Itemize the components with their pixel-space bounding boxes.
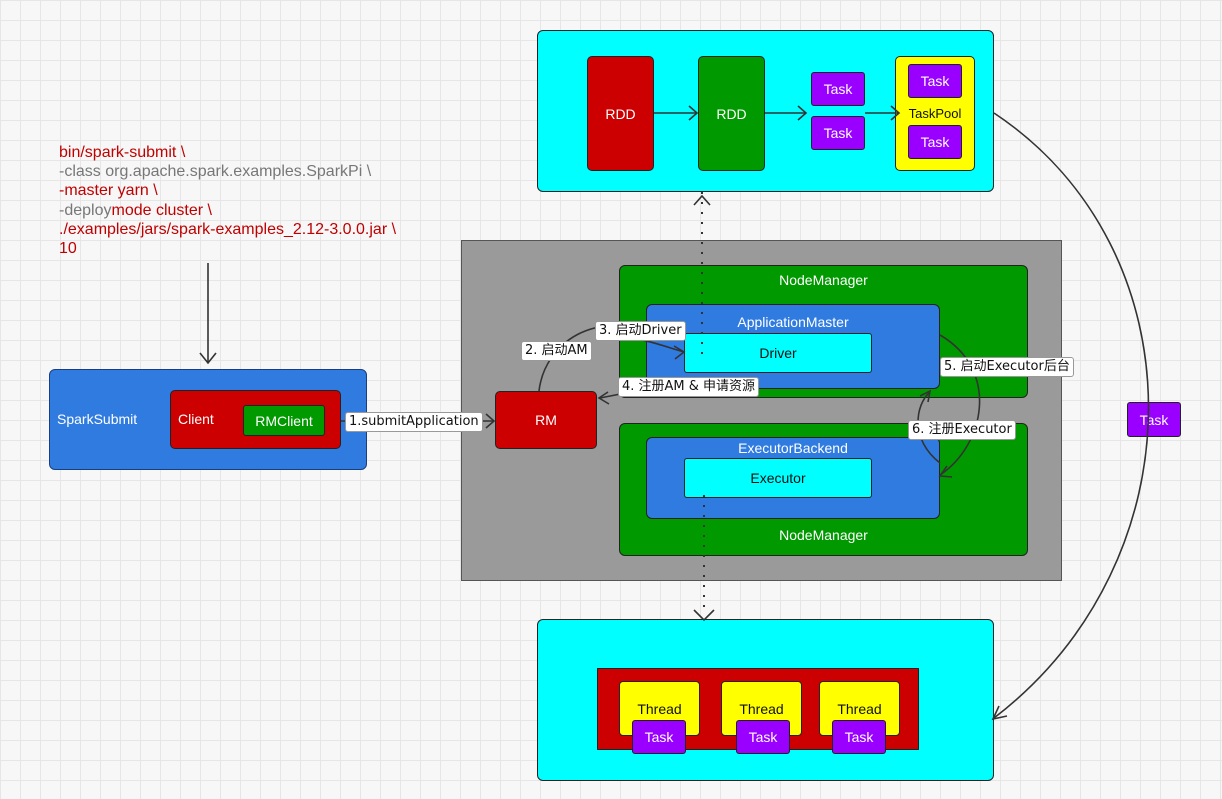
command-line-4: -deploymode cluster \ [59, 201, 396, 220]
task-box-2[interactable]: Task [811, 116, 865, 150]
node-manager-top-label: NodeManager [779, 272, 868, 288]
command-line-3: -master yarn \ [59, 182, 158, 200]
rdd-box-2[interactable]: RDD [698, 56, 765, 171]
start-driver-label: 3. 启动Driver [595, 321, 686, 341]
spark-submit-label: SparkSubmit [57, 411, 138, 427]
thread-task-1[interactable]: Task [632, 720, 686, 754]
thread-task-3[interactable]: Task [832, 720, 886, 754]
register-executor-label: 6. 注册Executor [908, 420, 1016, 440]
task-box-1[interactable]: Task [811, 72, 865, 106]
task-pool-task-1[interactable]: Task [908, 64, 962, 98]
command-line-5: ./examples/jars/spark-examples_2.12-3.0.… [59, 220, 397, 238]
node-manager-bottom-label: NodeManager [779, 527, 868, 543]
command-line-2: -class org.apache.spark.examples.SparkPi… [59, 163, 372, 181]
register-am-label: 4. 注册AM & 申请资源 [618, 377, 760, 397]
start-executor-label: 5. 启动Executor后台 [940, 357, 1074, 377]
task-pool-label: TaskPool [908, 105, 962, 121]
task-pool-task-2[interactable]: Task [908, 125, 962, 159]
application-master-label: ApplicationMaster [737, 314, 849, 330]
client-label: Client [178, 411, 214, 427]
executor-box[interactable]: Executor [684, 458, 872, 498]
command-line-1: bin/spark-submit \ [59, 144, 186, 161]
rdd-box-1[interactable]: RDD [587, 56, 654, 171]
spark-submit-command: bin/spark-submit \ -class org.apache.spa… [59, 143, 396, 258]
floating-task-box[interactable]: Task [1127, 402, 1181, 437]
start-am-label: 2. 启动AM [521, 341, 592, 361]
command-line-6: 10 [59, 239, 77, 257]
executor-backend-label: ExecutorBackend [738, 440, 848, 456]
thread-task-2[interactable]: Task [736, 720, 790, 754]
rm-client-box[interactable]: RMClient [243, 405, 325, 436]
command-line-4-suffix: mode cluster \ [111, 201, 212, 219]
driver-box[interactable]: Driver [684, 333, 872, 373]
command-line-4-prefix: -deploy [59, 201, 112, 219]
submit-application-label: 1.submitApplication [345, 412, 483, 432]
rm-box[interactable]: RM [495, 391, 597, 449]
